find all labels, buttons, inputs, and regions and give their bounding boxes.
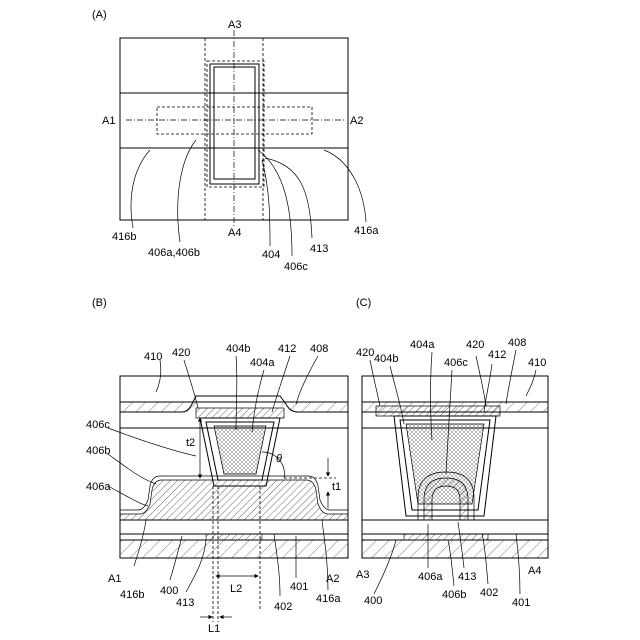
panel-b: (B) t2 θ t1 [86,297,348,635]
label-400-c: 400 [364,595,382,607]
label-a4: A4 [228,227,241,239]
label-413-c: 413 [458,571,476,583]
label-t1: t1 [332,481,341,493]
label-416a-b: 416a [316,593,341,605]
label-404a-c: 404a [410,339,435,351]
label-410: 410 [144,351,162,363]
label-404a: 404a [250,357,275,369]
label-t2: t2 [186,437,195,449]
label-L1: L1 [208,623,220,635]
label-420: 420 [172,347,190,359]
label-410-c: 410 [528,357,546,369]
label-406a-c: 406a [418,571,443,583]
label-412: 412 [278,343,296,355]
label-a4-c: A4 [528,565,541,577]
label-401-b: 401 [290,581,308,593]
label-a2-b: A2 [326,573,339,585]
label-413: 413 [310,243,328,255]
label-420-c2: 420 [466,339,484,351]
label-404b: 404b [226,343,250,355]
label-416a: 416a [354,225,379,237]
label-416b-b: 416b [120,589,144,601]
label-theta: θ [276,453,282,465]
label-408-c: 408 [508,337,526,349]
label-401-c: 401 [512,597,530,609]
label-408: 408 [310,343,328,355]
panel-c: (C) 420 404b 40 [356,297,548,609]
label-416b: 416b [112,231,136,243]
label-a1: A1 [102,115,115,127]
panel-a-404-gate [214,67,255,179]
label-402-b: 402 [274,601,292,613]
label-406a-b: 406a [86,481,111,493]
label-406c-b: 406c [86,419,110,431]
label-406c: 406c [284,261,308,273]
label-406ab: 406a,406b [148,247,200,259]
label-a3: A3 [228,19,241,31]
label-413-b: 413 [176,597,194,609]
label-400-b: 400 [160,585,178,597]
label-412-c: 412 [488,349,506,361]
label-406b-b: 406b [86,445,110,457]
label-404b-c: 404b [374,353,398,365]
panel-a-caption: (A) [92,9,107,21]
panel-b-caption: (B) [92,297,107,309]
panel-c-caption: (C) [356,297,371,309]
label-a3-c: A3 [356,569,369,581]
panel-a-413-outline [210,64,259,184]
label-a2: A2 [350,115,363,127]
label-L2: L2 [230,583,242,595]
panel-a: (A) A3 A4 A1 A2 416b 406a,406b 404 [92,9,379,273]
label-404: 404 [262,249,280,261]
label-406b-c: 406b [442,589,466,601]
label-402-c: 402 [480,587,498,599]
label-420-c1: 420 [356,347,374,359]
panel-a-406ab-outline [157,107,312,134]
label-a1-b: A1 [108,573,121,585]
label-406c-c: 406c [444,357,468,369]
